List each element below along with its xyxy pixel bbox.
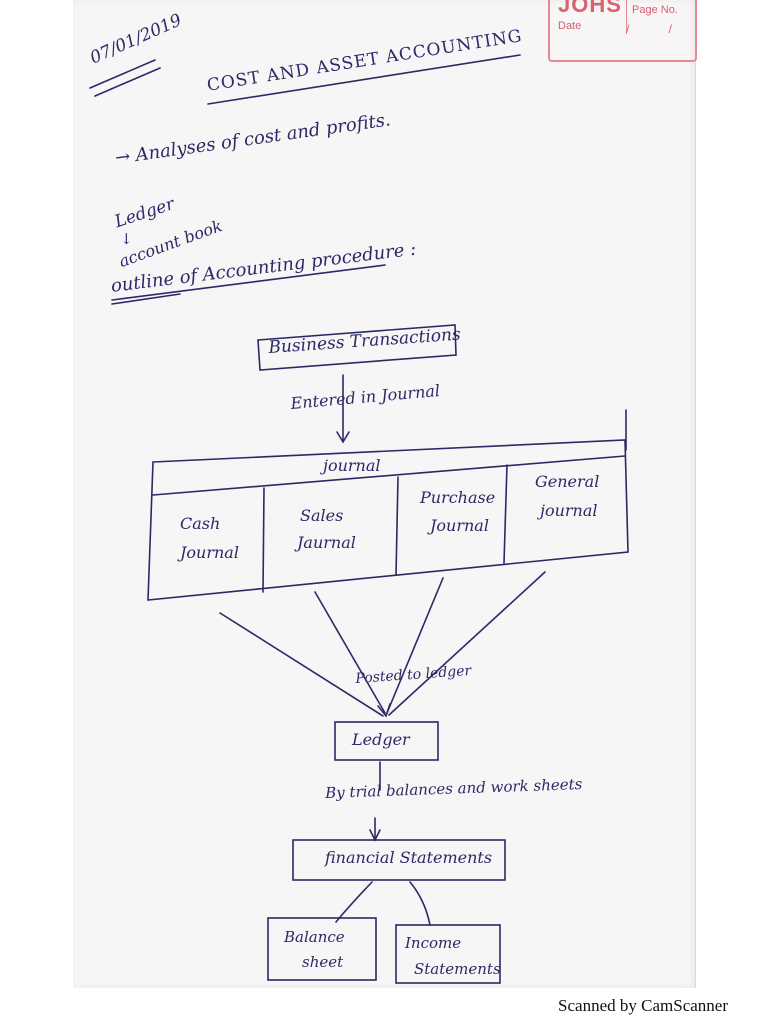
balance-sheet-box [267,917,377,981]
general-journal-line2: journal [540,501,598,520]
arrow-general-to-ledger [388,571,546,716]
business-transactions-box [257,324,457,371]
notebook-page [73,0,696,988]
financial-statements-label: financial Statements [325,848,493,867]
balance-sheet-line1: Balance [284,928,345,946]
date-label: Date [558,20,582,32]
arrow-purchase-to-ledger [386,577,444,714]
purchase-journal-line2: Journal [430,516,489,535]
cash-journal-line2: Journal [180,543,239,562]
income-statements-line1: Income [405,934,462,952]
journal-table [147,439,629,601]
date-slots: / / [626,22,691,36]
journal-header-label: journal [323,456,381,475]
outline-underline [111,264,386,301]
arrow-cash-to-ledger [219,612,384,717]
general-journal-line1: General [535,472,600,491]
page-no-label: Page No. [632,4,678,16]
down-arrow-glyph: ↓ [120,230,133,248]
sales-journal-line2: Jaurnal [297,533,356,552]
cash-journal-line1: Cash [180,514,221,533]
balance-sheet-line2: sheet [302,953,344,971]
scanner-watermark: Scanned by CamScanner [558,996,728,1015]
date-underline [89,59,156,89]
page-date-stamp: JOHS Page No. Date / / [548,0,697,62]
income-statements-line2: Statements [414,960,501,978]
title-underline [207,54,521,105]
ledger-label: Ledger [352,730,410,749]
financial-statements-box [292,839,506,881]
arrow-sales-to-ledger [314,591,386,714]
journal-header-line [152,455,626,496]
stamp-brand: JOHS [558,0,622,17]
sales-journal-line1: Sales [300,506,344,525]
ledger-box [334,721,439,761]
purchase-journal-line1: Purchase [420,488,496,507]
income-statements-box [395,924,501,984]
